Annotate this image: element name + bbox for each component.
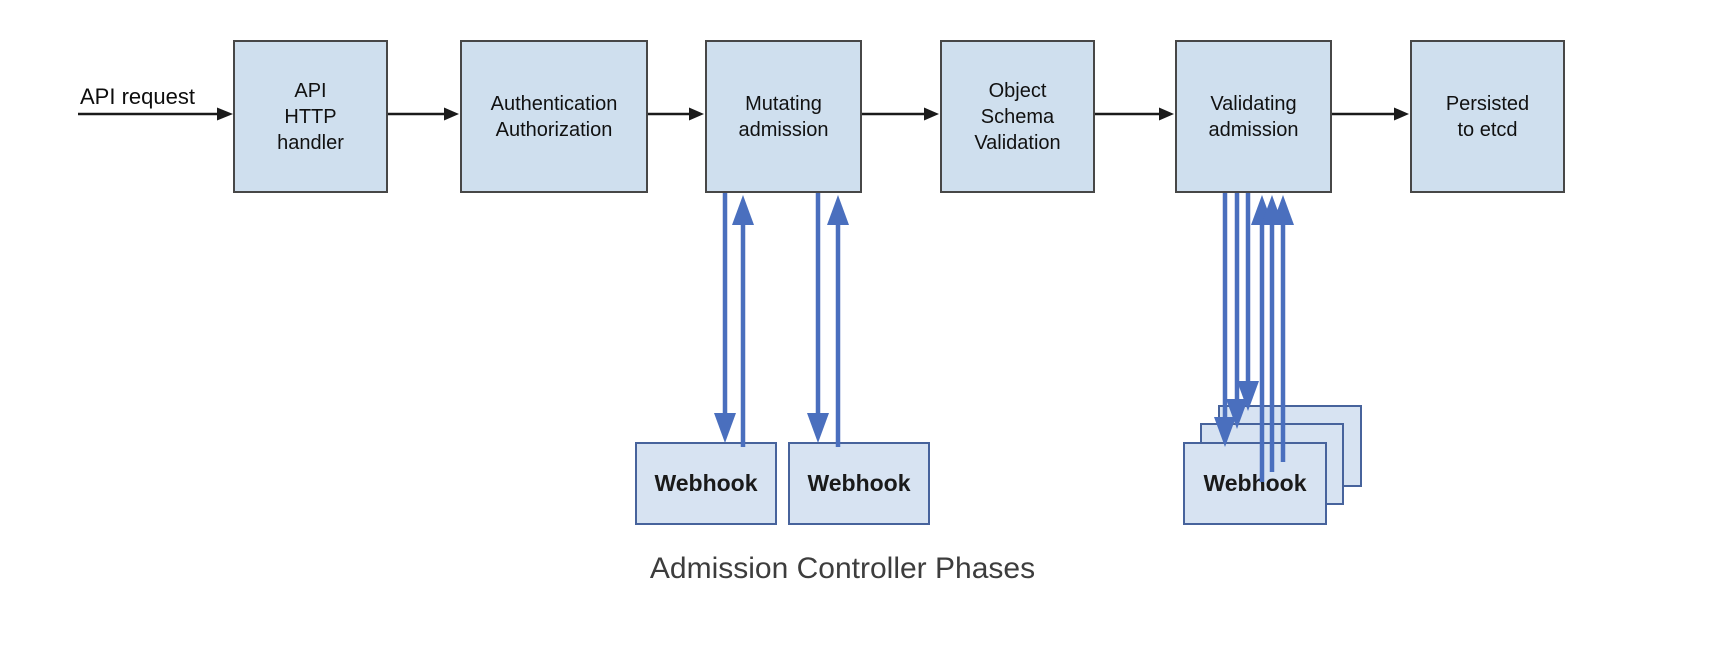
node-label: Validating admission: [1208, 92, 1299, 141]
node-object-schema-validation: Object Schema Validation: [940, 40, 1095, 193]
webhook-label: Webhook: [1203, 470, 1307, 496]
validating-webhook-front: Webhook: [1183, 442, 1327, 525]
node-label: Object Schema Validation: [974, 79, 1061, 154]
mutating-webhook2-response-arrow: [827, 195, 849, 447]
webhook-label: Webhook: [654, 470, 758, 496]
node-label: API HTTP handler: [277, 79, 344, 154]
mutating-webhook-2: Webhook: [788, 442, 930, 525]
mutating-webhook2-call-arrow: [807, 193, 829, 443]
node-label: Persisted to etcd: [1445, 92, 1530, 141]
webhook-label: Webhook: [807, 470, 911, 496]
node-persisted-to-etcd: Persisted to etcd: [1410, 40, 1565, 193]
arrow-validating-to-etcd: [1332, 107, 1409, 121]
mutating-webhook-1: Webhook: [635, 442, 777, 525]
node-validating-admission: Validating admission: [1175, 40, 1332, 193]
node-authentication-authorization: Authentication Authorization: [460, 40, 648, 193]
api-request-label: API request: [80, 84, 195, 109]
node-label: Mutating admission: [738, 92, 829, 141]
mutating-webhook1-call-arrow: [714, 193, 736, 443]
node-api-http-handler: API HTTP handler: [233, 40, 388, 193]
mutating-webhook1-response-arrow: [732, 195, 754, 447]
arrow-mutating-to-schema: [862, 107, 939, 121]
diagram-caption: Admission Controller Phases: [649, 552, 1036, 585]
node-mutating-admission: Mutating admission: [705, 40, 862, 193]
arrow-handler-to-auth: [388, 107, 459, 121]
arrow-schema-to-validating: [1095, 107, 1174, 121]
node-label: Authentication Authorization: [490, 92, 618, 141]
arrow-auth-to-mutating: [648, 107, 704, 121]
